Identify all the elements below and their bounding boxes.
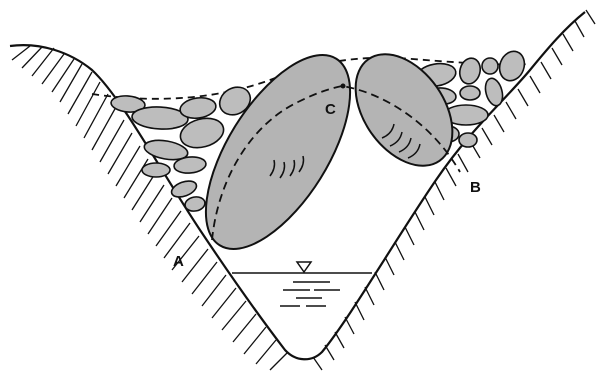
label-point-a: A [173, 253, 184, 270]
label-point-b: B [470, 179, 481, 196]
label-point-c: C [325, 101, 336, 118]
water-level-symbol [297, 262, 311, 272]
contact-point-c [341, 84, 346, 89]
right-slope-hatching [313, 10, 595, 370]
water-body [232, 262, 372, 306]
large-left-boulder [177, 32, 378, 272]
